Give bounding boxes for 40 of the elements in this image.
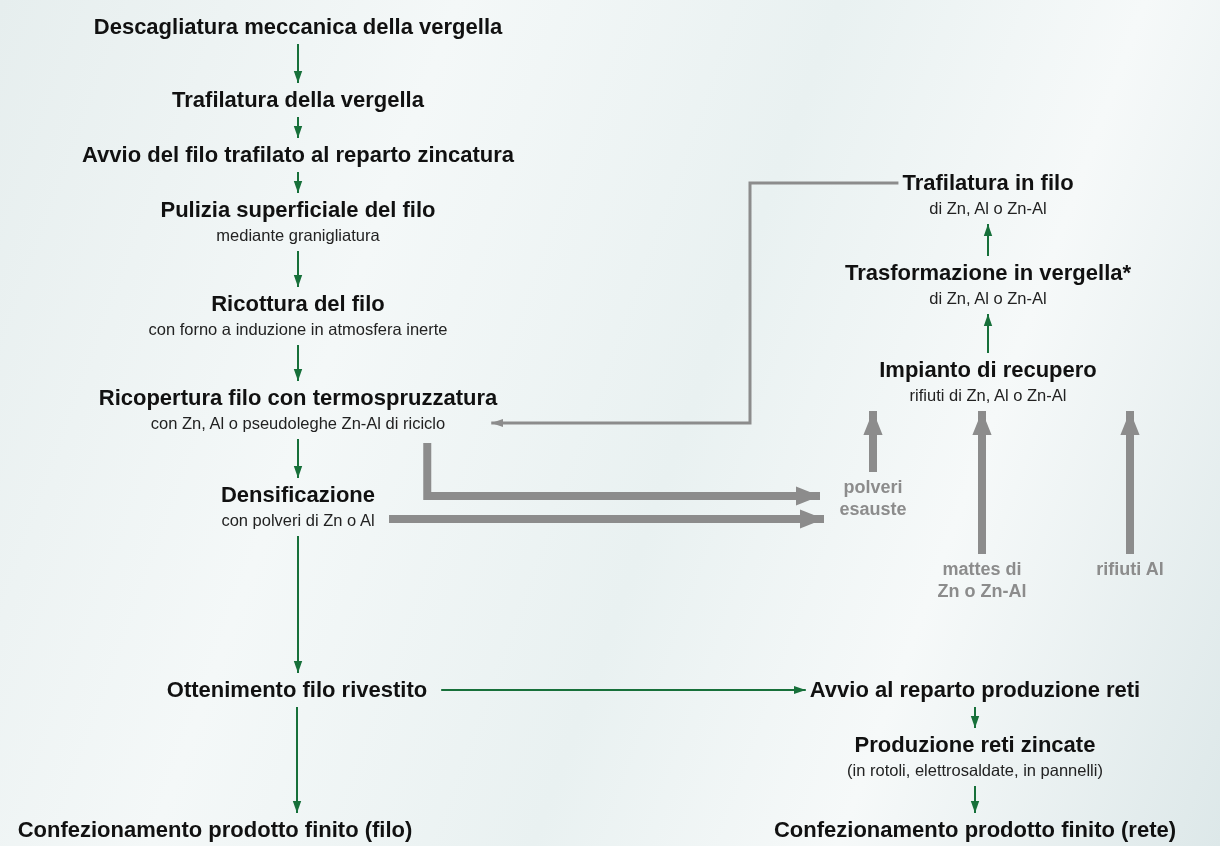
- step-detail: con polveri di Zn o Al: [221, 510, 375, 531]
- step-title: Ricopertura filo con termospruzzatura: [98, 385, 498, 411]
- step-detail: di Zn, Al o Zn-Al: [929, 198, 1047, 219]
- arrow: [983, 313, 993, 354]
- arrow: [970, 706, 980, 729]
- step-detail: rifiuti di Zn, Al o Zn-Al: [909, 385, 1067, 406]
- step-title: Ricottura del filo: [211, 291, 385, 317]
- arrow: [293, 116, 303, 139]
- step-detail: con Zn, Al o pseudoleghe Zn-Al di riciclo: [150, 413, 446, 434]
- step-title: Impianto di recupero: [879, 357, 1097, 383]
- arrow: [293, 438, 303, 479]
- step-detail: (in rotoli, elettrosaldate, in pannelli): [847, 760, 1103, 781]
- step-detail: con forno a induzione in atmosfera inerte: [148, 319, 448, 340]
- arrow: [293, 43, 303, 84]
- step-title: Avvio al reparto produzione reti: [809, 677, 1141, 703]
- step-title: Descagliatura meccanica della vergella: [93, 14, 503, 40]
- step-title: Confezionamento prodotto finito (rete): [773, 817, 1177, 843]
- step-title: Ottenimento filo rivestito: [166, 677, 428, 703]
- arrow: [293, 344, 303, 382]
- arrow: [293, 250, 303, 288]
- input-label: rifiuti Al: [1096, 558, 1164, 580]
- arrow: [491, 181, 899, 428]
- step-title: Confezionamento prodotto finito (filo): [17, 817, 413, 843]
- arrow: [970, 785, 980, 814]
- step-title: Densificazione: [221, 482, 375, 508]
- step-title: Trafilatura in filo: [902, 170, 1074, 196]
- arrow: [293, 171, 303, 194]
- arrow: [440, 685, 807, 695]
- arrow: [983, 223, 993, 257]
- step-title: Produzione reti zincate: [854, 732, 1096, 758]
- arrow: [292, 706, 302, 814]
- step-detail: di Zn, Al o Zn-Al: [929, 288, 1047, 309]
- arrow: [293, 535, 303, 674]
- input-label: polveri esauste: [838, 476, 908, 520]
- step-detail: mediante granigliatura: [216, 225, 380, 246]
- step-title: Avvio del filo trafilato al reparto zincatura: [82, 142, 514, 168]
- step-title: Pulizia superficiale del filo: [160, 197, 436, 223]
- input-label: mattes di Zn o Zn-Al: [936, 558, 1028, 602]
- step-title: Trafilatura della vergella: [172, 87, 424, 113]
- step-title: Trasformazione in vergella*: [844, 260, 1132, 286]
